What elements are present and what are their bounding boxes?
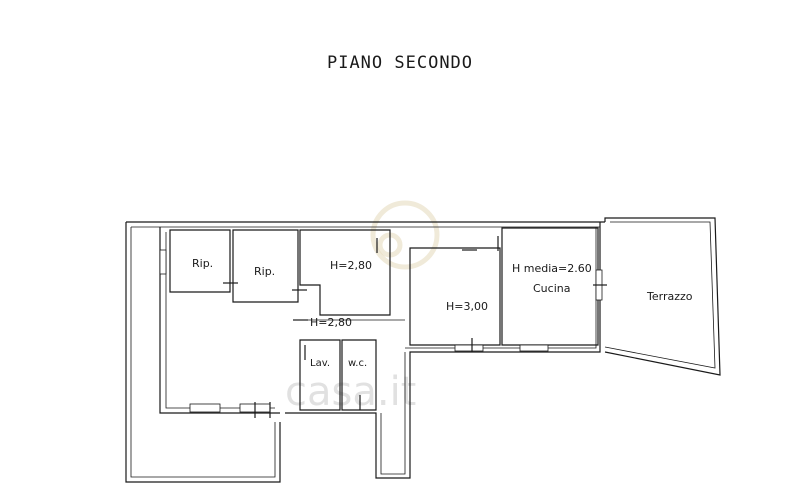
terrace-outline: [604, 217, 721, 376]
room-label-rip-2: Rip.: [254, 265, 275, 278]
door-marks: [223, 236, 607, 418]
kitchen-height-label: H media=2.60: [512, 262, 592, 275]
floor-title: PIANO SECONDO: [327, 53, 473, 73]
watermark-text: casa.it: [285, 369, 416, 415]
room-label-h280: H=2,80: [330, 259, 372, 272]
room-label-lav: Lav.: [310, 358, 330, 369]
room-label-kitchen: Cucina: [533, 282, 570, 295]
outer-walls: [125, 221, 605, 483]
room-label-terrace: Terrazzo: [646, 290, 693, 303]
interior-walls: [169, 227, 599, 411]
room-label-wc: w.c.: [348, 358, 367, 369]
room-label-rip-1: Rip.: [192, 257, 213, 270]
room-label-h300: H=3,00: [446, 300, 488, 313]
watermark-logo: casa.it: [285, 200, 440, 415]
corridor-label-h280: H=2,80: [310, 316, 352, 329]
